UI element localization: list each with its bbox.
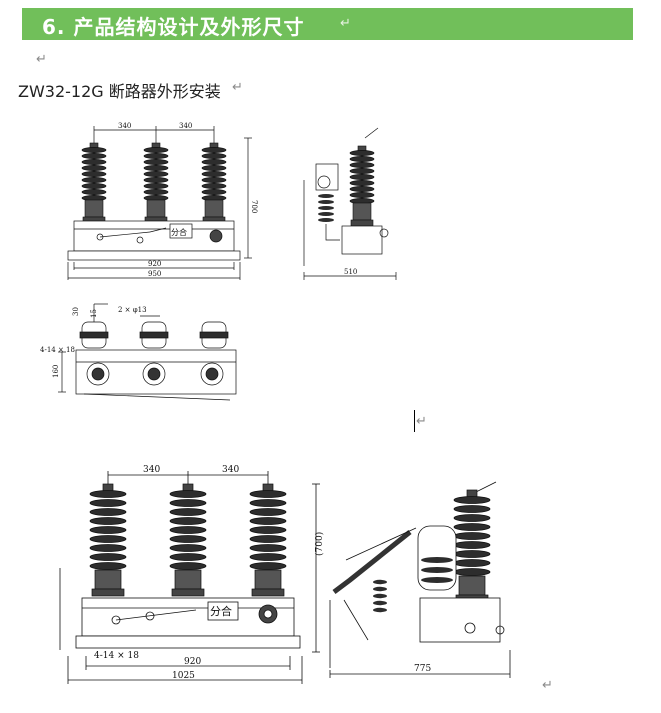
paragraph-mark: ↵: [340, 16, 351, 31]
hole-label: 2 × φ13: [118, 306, 147, 314]
dim-height: 700: [250, 200, 258, 213]
dim-side: 160: [52, 365, 60, 378]
mount-label-large: 4-14 × 18: [94, 651, 139, 661]
dim-spacing-left-large: 340: [143, 465, 160, 475]
dim-top: 15: [90, 309, 98, 318]
paragraph-mark: ↵: [542, 678, 553, 693]
dim-left: 30: [72, 307, 80, 316]
paragraph-mark: ↵: [416, 414, 427, 429]
control-label: 分合: [171, 227, 187, 237]
dim-width-outer-large: 1025: [172, 671, 195, 681]
paragraph-mark: ↵: [232, 80, 243, 95]
top-view: [58, 303, 237, 401]
dim-spacing-right: 340: [179, 122, 192, 130]
text-cursor: [414, 410, 415, 432]
dim-spacing-right-large: 340: [222, 465, 239, 475]
control-label-large: 分合: [210, 604, 232, 618]
paragraph-mark: ↵: [36, 52, 47, 67]
dim-side-width: 510: [344, 268, 357, 276]
section-header-bar: 6. 产品结构设计及外形尺寸 ↵: [22, 8, 633, 40]
dim-width-outer: 950: [148, 270, 161, 278]
side-view-large: [329, 481, 511, 678]
front-view-large: [59, 471, 320, 684]
dim-width-inner-large: 920: [184, 657, 201, 667]
dim-side-width-large: 775: [414, 664, 431, 674]
dim-spacing-left: 340: [118, 122, 131, 130]
dim-width-inner: 920: [148, 260, 161, 268]
section-title: 6. 产品结构设计及外形尺寸: [42, 15, 305, 39]
front-view-small: [67, 126, 252, 280]
side-view-small: [303, 127, 397, 280]
dim-height-large: (700): [314, 532, 325, 556]
drawing-caption: ZW32-12G 断路器外形安装: [18, 82, 221, 101]
mount-label-small: 4-14 × 18: [40, 346, 75, 354]
